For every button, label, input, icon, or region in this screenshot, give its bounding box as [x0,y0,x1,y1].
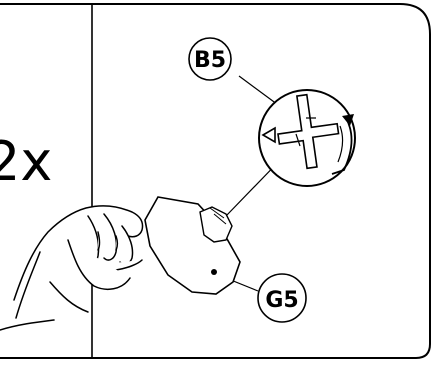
hand-illustration [0,205,144,331]
arrow-marker [261,126,276,144]
callout-b5-label: B5 [194,48,226,73]
cross-key-shape [277,93,340,170]
step-frame [0,3,431,359]
zoom-detail [258,89,356,187]
octagonal-part [144,196,241,295]
callout-g5-label: G5 [265,288,298,313]
quantity-text: 2x [0,130,52,193]
callout-b5: B5 [188,37,232,81]
callout-g5: G5 [257,273,307,323]
